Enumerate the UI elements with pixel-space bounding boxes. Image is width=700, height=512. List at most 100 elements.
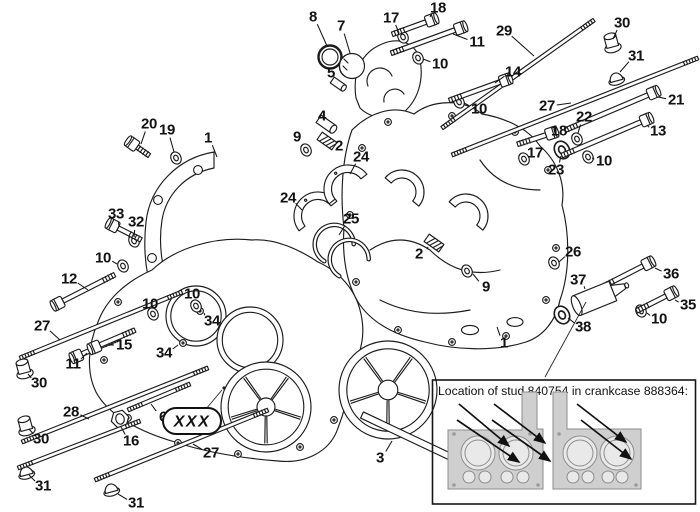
bearing-shell-art — [323, 164, 368, 205]
callout-28: 28 — [63, 404, 79, 421]
variant-leader-line — [205, 389, 223, 410]
exploded-view-art — [15, 12, 700, 497]
pin-art — [315, 114, 338, 134]
bolt-art — [447, 72, 514, 104]
pin-art — [329, 76, 347, 92]
callout-leader-36 — [654, 267, 662, 272]
washer-art — [571, 132, 583, 146]
bearing-saddle-art — [448, 193, 489, 231]
callout-36: 36 — [663, 266, 679, 283]
bolt-art — [634, 285, 680, 314]
callout-leader-12 — [77, 282, 89, 291]
crankcase-right-art — [341, 102, 569, 350]
inset-crankcase-left — [447, 391, 544, 490]
shim-art — [312, 222, 357, 264]
callout-leader-10 — [646, 312, 651, 316]
callout-18: 18 — [551, 123, 567, 140]
callout-14: 14 — [505, 64, 522, 81]
bolt-hole-art — [448, 338, 456, 346]
callout-leader-28 — [80, 414, 90, 420]
callout-1: 1 — [500, 335, 508, 352]
washer-art — [170, 151, 182, 165]
inset-box: Location of stud 840754 in crankcase 888… — [431, 301, 697, 505]
callout-3: 3 — [376, 450, 384, 467]
callout-1: 1 — [204, 130, 212, 147]
callout-10: 10 — [432, 56, 448, 73]
callout-leader-21 — [657, 96, 667, 100]
callout-25: 25 — [343, 211, 359, 228]
variant-label-group: XXX — [162, 386, 226, 435]
variant-leader-dot — [222, 386, 226, 390]
callout-leader-7 — [343, 33, 351, 54]
oring-art — [317, 44, 343, 70]
bolt-hole-art — [296, 443, 304, 451]
callout-10: 10 — [95, 250, 111, 267]
bolt-hole-art — [179, 339, 187, 347]
flange-nut-art — [17, 415, 36, 437]
callout-27: 27 — [34, 318, 50, 335]
callout-37: 37 — [570, 272, 586, 289]
callout-leader-30 — [612, 29, 618, 40]
bore-art — [216, 306, 284, 374]
callout-31: 31 — [628, 48, 644, 65]
callout-16: 16 — [123, 433, 139, 450]
bore-art — [220, 361, 312, 453]
callout-leader-18 — [429, 13, 432, 18]
callout-leader-24 — [295, 202, 303, 211]
callout-10: 10 — [142, 296, 158, 313]
callout-9: 9 — [293, 129, 301, 146]
washer-art — [518, 152, 530, 166]
callout-leader-29 — [511, 35, 535, 57]
callout-35: 35 — [680, 297, 696, 314]
callout-15: 15 — [116, 337, 132, 354]
callout-leader-37 — [583, 286, 586, 290]
callout-32: 32 — [128, 214, 144, 231]
bolt-hole-art — [114, 298, 122, 306]
callout-leader-10 — [463, 102, 470, 107]
flange-nut-art — [15, 358, 34, 380]
bearing-saddle-art — [384, 169, 425, 207]
callout-7: 7 — [337, 18, 345, 35]
callout-leader-8 — [316, 23, 328, 47]
callout-27: 27 — [539, 98, 555, 115]
bolt-hole-art — [384, 118, 392, 126]
bolt-art — [560, 111, 655, 159]
callout-24: 24 — [280, 190, 297, 207]
inset-crankcase-right — [552, 391, 642, 490]
callout-31: 31 — [35, 478, 51, 495]
callout-30: 30 — [614, 15, 630, 32]
callout-10: 10 — [651, 311, 667, 328]
callout-9: 9 — [482, 279, 490, 296]
callout-18: 18 — [430, 0, 446, 17]
callout-8: 8 — [309, 9, 317, 26]
callout-leader-1 — [496, 326, 501, 336]
callout-2: 2 — [335, 138, 343, 155]
bore-art — [165, 285, 227, 347]
callout-leader-30 — [28, 428, 34, 435]
callout-19: 19 — [159, 122, 175, 139]
callout-leader-35 — [674, 299, 679, 303]
callout-leader-34 — [172, 344, 179, 350]
bolt-art — [516, 125, 560, 148]
callout-10: 10 — [471, 101, 487, 118]
callout-leader-13 — [646, 124, 650, 128]
callout-leader-31 — [117, 493, 128, 500]
callout-leader-31 — [619, 61, 630, 73]
washer-art — [548, 256, 560, 270]
bolt-hole-art — [502, 332, 510, 340]
callout-27: 27 — [203, 445, 219, 462]
callout-leader-11 — [452, 33, 468, 40]
callout-33: 33 — [108, 206, 124, 223]
spring-art — [316, 131, 338, 151]
callout-10: 10 — [184, 286, 200, 303]
bolt-hole-art — [352, 278, 360, 286]
bolt-art — [389, 20, 469, 56]
stud-art — [93, 407, 270, 483]
washer-art — [300, 143, 312, 157]
bolt-hole-art — [542, 296, 550, 304]
callout-leader-2 — [426, 246, 429, 250]
bolt-hole-art — [544, 166, 552, 174]
washer-art — [461, 264, 473, 278]
callout-2: 2 — [415, 246, 423, 263]
